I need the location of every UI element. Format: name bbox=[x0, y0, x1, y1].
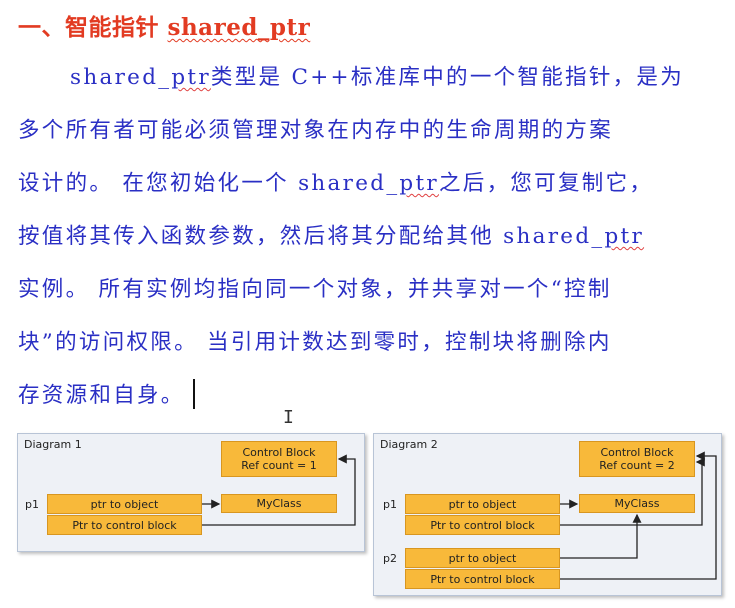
section-heading: 一、智能指针 shared_ptr bbox=[18, 8, 310, 42]
diagram-1: Diagram 1 Control Block Ref count = 1 My… bbox=[17, 433, 365, 552]
control-block-box: Control Block Ref count = 1 bbox=[221, 441, 337, 477]
paragraph-line-5: 实例。 所有实例均指向同一个对象，并共享对一个“控制 bbox=[18, 277, 612, 302]
paragraph-line-6: 块”的访问权限。 当引用计数达到零时，控制块将删除内 bbox=[18, 330, 612, 355]
diagram-2: Diagram 2 Control Block Ref count = 2 My… bbox=[373, 433, 722, 596]
text-span: 按值将其传入函数参数，然后将其分配给其他 shared_ bbox=[18, 224, 605, 249]
myclass-box: MyClass bbox=[579, 494, 695, 513]
text-cursor bbox=[192, 379, 195, 409]
text-span: 设计的。 在您初始化一个 shared_ bbox=[18, 171, 400, 196]
pointer-label: p1 bbox=[383, 498, 397, 511]
ref-count-label: Ref count = 2 bbox=[599, 459, 675, 472]
diagram-title: Diagram 1 bbox=[24, 438, 82, 451]
paragraph-line-1: shared_ptr类型是 C++标准库中的一个智能指针，是为 bbox=[70, 60, 684, 91]
paragraph-line-3: 设计的。 在您初始化一个 shared_ptr之后，您可复制它， bbox=[18, 166, 653, 197]
ptr-to-control-block-box: Ptr to control block bbox=[405, 515, 560, 535]
control-block-label: Control Block bbox=[600, 446, 674, 459]
diagram-2-arrows bbox=[560, 451, 717, 580]
text-span: 类型是 C++标准库中的一个智能指针，是为 bbox=[210, 65, 685, 90]
ptr-to-control-block-box: Ptr to control block bbox=[405, 569, 560, 589]
text-span-underlined: ptr bbox=[171, 65, 211, 90]
diagram-title: Diagram 2 bbox=[380, 438, 438, 451]
ref-count-label: Ref count = 1 bbox=[241, 459, 317, 472]
text-span-underlined: ptr bbox=[399, 171, 439, 196]
control-block-box: Control Block Ref count = 2 bbox=[579, 441, 695, 477]
ptr-to-object-box: ptr to object bbox=[47, 494, 202, 514]
ibeam-cursor-icon: I bbox=[283, 407, 294, 428]
paragraph-line-4: 按值将其传入函数参数，然后将其分配给其他 shared_ptr bbox=[18, 219, 644, 250]
heading-code: shared_ptr bbox=[167, 14, 311, 41]
paragraph-line-2: 多个所有者可能必须管理对象在内存中的生命周期的方案 bbox=[18, 118, 614, 143]
pointer-label: p2 bbox=[383, 552, 397, 565]
text-span: shared_ bbox=[70, 65, 172, 90]
pointer-label: p1 bbox=[25, 498, 39, 511]
ptr-to-object-box: ptr to object bbox=[405, 548, 560, 568]
text-span: 存资源和自身。 bbox=[18, 383, 185, 408]
heading-prefix: 一、智能指针 bbox=[18, 14, 168, 41]
paragraph-line-7[interactable]: 存资源和自身。 bbox=[18, 378, 195, 409]
ptr-to-object-box: ptr to object bbox=[405, 494, 560, 514]
diagram-1-arrows bbox=[202, 454, 356, 526]
myclass-box: MyClass bbox=[221, 494, 337, 513]
text-span-underlined: ptr bbox=[604, 224, 645, 249]
control-block-label: Control Block bbox=[242, 446, 316, 459]
text-span: 之后，您可复制它， bbox=[438, 171, 654, 196]
ptr-to-control-block-box: Ptr to control block bbox=[47, 515, 202, 535]
